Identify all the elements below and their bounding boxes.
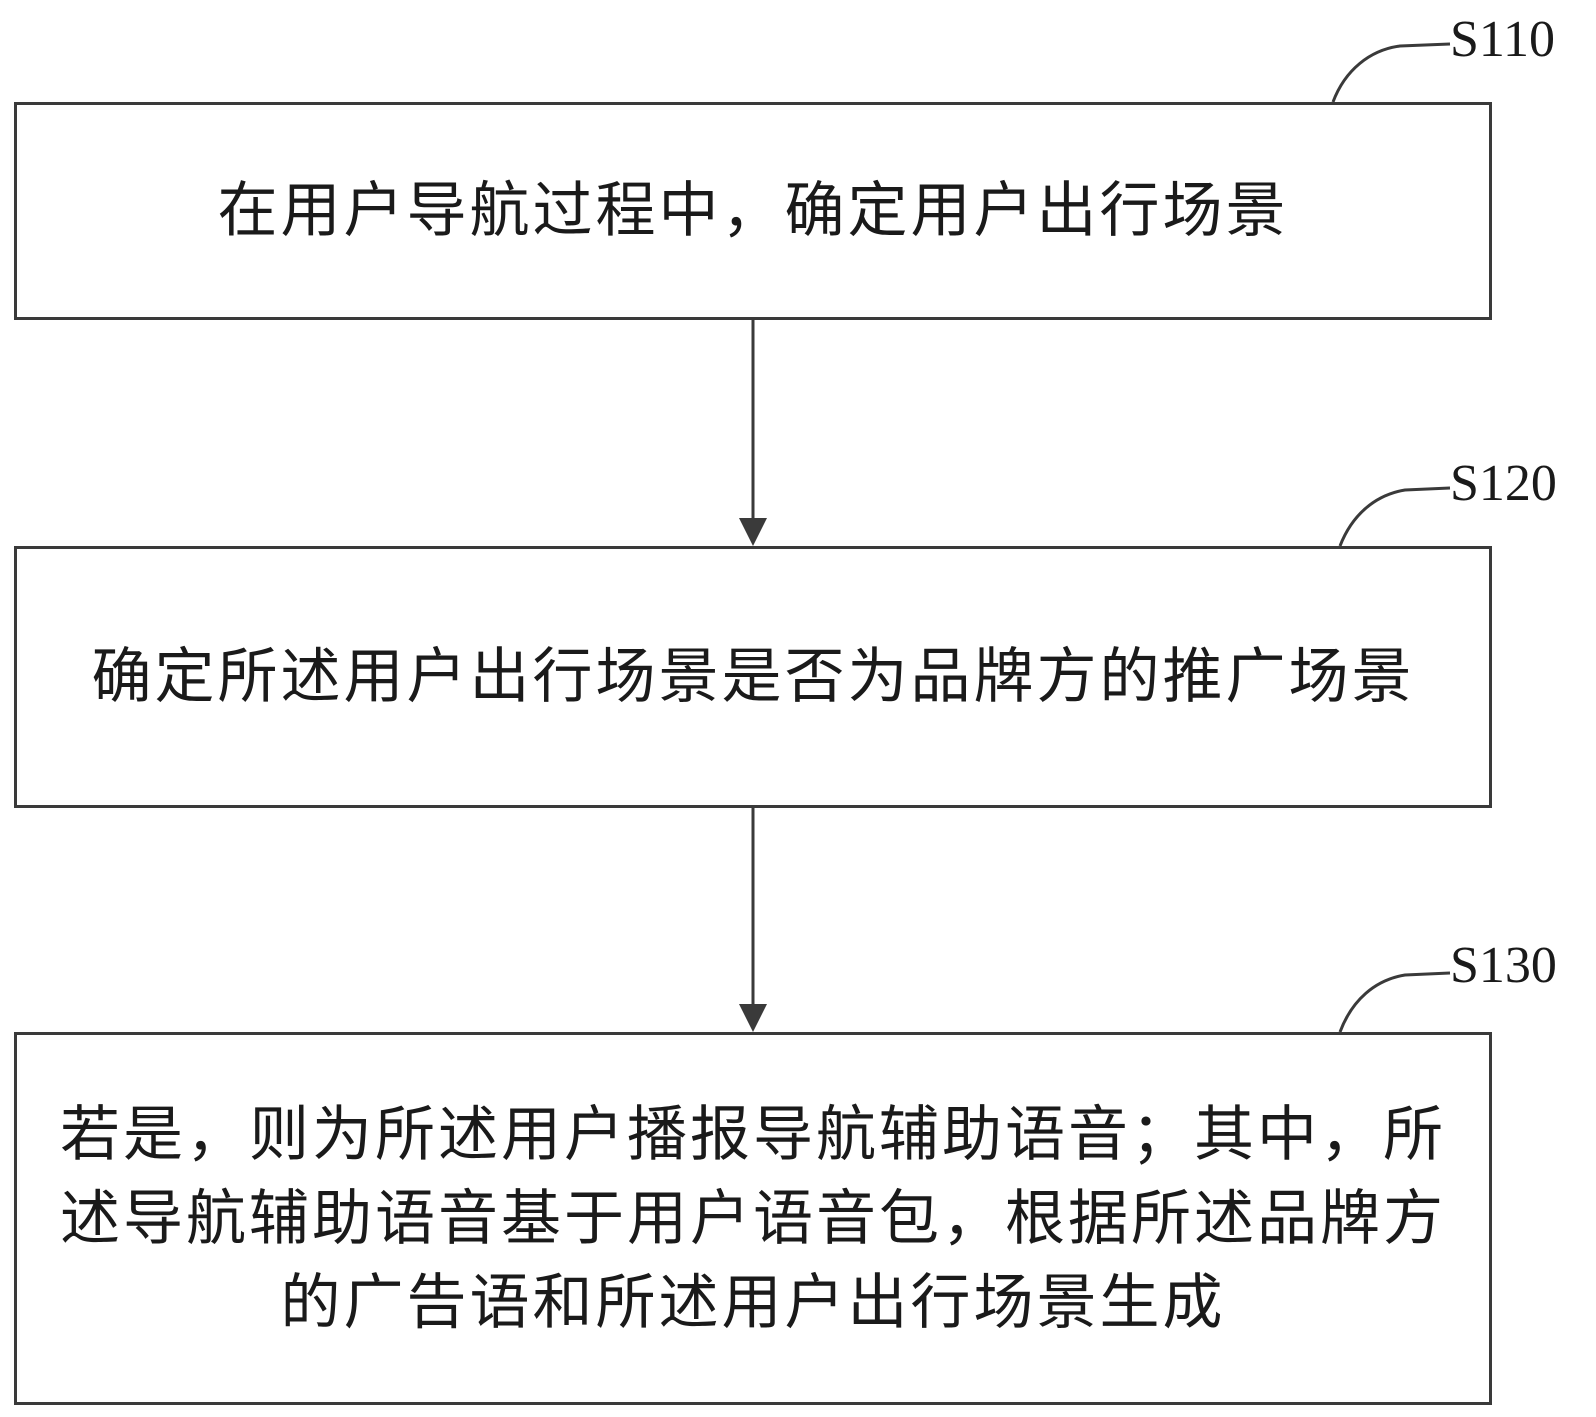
label-leader-s110 [1331, 42, 1451, 103]
step-text-s130: 若是，则为所述用户播报导航辅助语音；其中，所述导航辅助语音基于用户语音包，根据所… [60, 1099, 1446, 1338]
step-label-s110: S110 [1450, 11, 1555, 68]
label-leader-s130 [1338, 971, 1451, 1033]
arrowhead-s120 [739, 518, 767, 546]
step-box-s120: 确定所述用户出行场景是否为品牌方的推广场景 [14, 546, 1492, 808]
step-box-s130: 若是，则为所述用户播报导航辅助语音；其中，所述导航辅助语音基于用户语音包，根据所… [14, 1032, 1492, 1405]
step-label-s130: S130 [1450, 937, 1557, 994]
arrowhead-s130 [739, 1004, 767, 1032]
step-box-s110: 在用户导航过程中，确定用户出行场景 [14, 102, 1492, 320]
step-text-s120: 确定所述用户出行场景是否为品牌方的推广场景 [91, 642, 1415, 712]
label-leader-s120 [1338, 486, 1451, 547]
step-label-s120: S120 [1450, 455, 1557, 512]
step-text-s110: 在用户导航过程中，确定用户出行场景 [217, 176, 1289, 246]
